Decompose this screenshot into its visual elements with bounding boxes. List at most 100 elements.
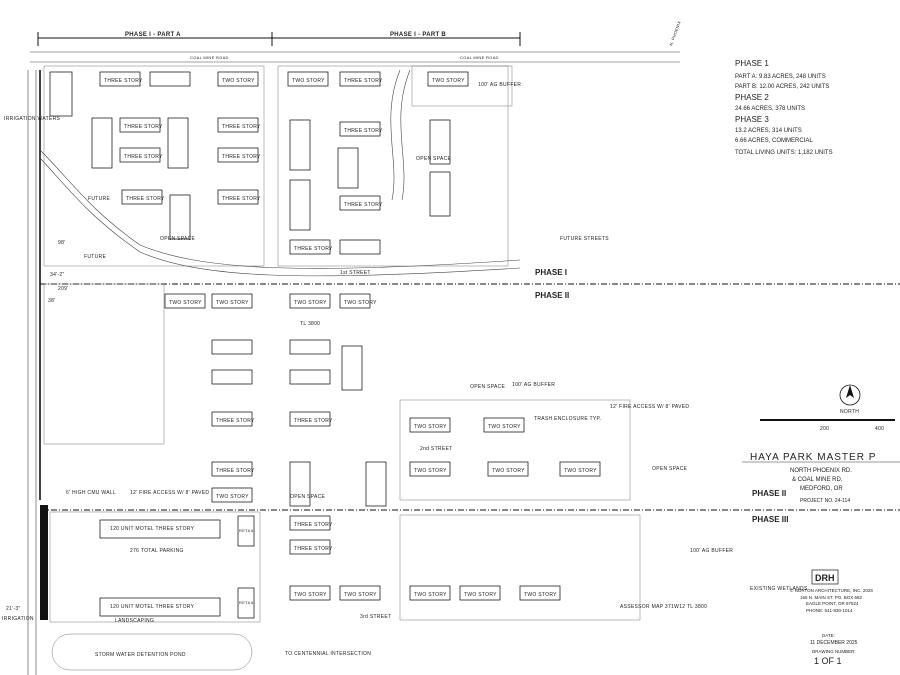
assessor-label: ASSESSOR MAP 371W12 TL 3800 [620,604,707,610]
two-story-7: TWO STORY [344,300,377,306]
open-space-2: OPEN SPACE [416,156,452,162]
two-story-18: TWO STORY [524,592,557,598]
north-arrow: NORTH 200 400 [760,384,895,432]
phase-1a-label: PHASE I - PART A [125,32,181,38]
retail-2: RETAIL [239,600,255,605]
three-story-1: THREE STORY [124,124,163,130]
two-story-10: TWO STORY [488,424,521,430]
three-story-13: THREE STORY [294,418,333,424]
phase-header: PHASE I - PART A PHASE I - PART B [37,32,521,46]
two-story-1: TWO STORY [222,78,255,84]
summary-block: PHASE 1 PART A: 9.83 ACRES, 248 UNITS PA… [735,59,833,156]
phase-1-buildings: THREE STORY THREE STORY THREE STORY TWO … [49,71,469,255]
three-story-4: THREE STORY [222,124,261,130]
coal-mine-road: COAL MINE ROAD COAL MINE ROAD N. PHOENIX [30,20,682,63]
three-story-15: THREE STORY [294,522,333,528]
fire-access-2: 12' FIRE ACCESS W/ 8' PAVED [130,490,209,496]
three-story-14: THREE STORY [216,468,255,474]
two-story-13: TWO STORY [564,468,597,474]
phase-2-3-divider: PHASE II PHASE III 6' HIGH CMU WALL 12' … [40,489,900,524]
summary-phase3-line1: 13.2 ACRES, 314 UNITS [735,128,802,134]
parking: 276 TOTAL PARKING [130,548,184,554]
motel-top: 120 UNIT MOTEL THREE STORY [110,526,195,532]
centennial: TO CENTENNIAL INTERSECTION [285,651,371,657]
ag-buffer-3: 100' AG BUFFER [690,548,733,554]
dim-21-3: 21'-3" [6,606,21,612]
two-story-6: TWO STORY [294,300,327,306]
summary-phase1-title: PHASE 1 [735,59,769,68]
three-story-3: THREE STORY [104,78,143,84]
three-story-16: THREE STORY [294,546,333,552]
ag-buffer-1: 100' AG BUFFER [478,82,521,88]
phase-2-buildings: TWO STORY TWO STORY TWO STORY TWO STORY … [43,283,689,507]
canal: FUTURE FUTURE 1st STREET FUTURE STREETS [39,69,609,277]
phase-1-boundary: 100' AG BUFFER [43,65,521,267]
summary-phase2-line: 24.66 ACRES, 378 UNITS [735,106,805,112]
three-story-8: THREE STORY [344,78,383,84]
three-story-11: THREE STORY [294,246,333,252]
firm-logo-text: DRH [815,573,835,583]
dim-98: 98' [58,240,65,246]
title-block: HAYA PARK MASTER P NORTH PHOENIX RD. & C… [742,452,900,666]
two-story-3: TWO STORY [432,78,465,84]
date-label: DATE: [822,633,835,638]
summary-total: TOTAL LIVING UNITS: 1,182 UNITS [735,150,833,156]
summary-phase3-title: PHASE 3 [735,115,769,124]
three-story-12: THREE STORY [216,418,255,424]
firm-name: © NORTON ARCHITECTURE, INC. 2025 [790,587,873,593]
two-story-11: TWO STORY [414,468,447,474]
left-road: IRRIGATION WATERS IRRIGATION 21'-3" [2,70,60,675]
future-label: FUTURE [88,196,110,202]
phase-1-2-divider: PHASE I PHASE II [40,268,900,300]
open-space-4: OPEN SPACE [470,384,506,390]
phase-ii-label-2: PHASE II [752,489,786,498]
drawing-number: 1 OF 1 [814,656,842,666]
north-phoenix-label: N. PHOENIX [668,20,682,46]
landscaping: LANDSCAPING [115,618,154,624]
address-2: & COAL MINE RD. [792,477,843,483]
dim-209: 209' [58,286,69,292]
open-space-1: OPEN SPACE [160,236,196,242]
address-3: MEDFORD, OR [800,486,843,492]
firm-city: EAGLE POINT, OR 97524 [806,601,859,606]
two-story-17: TWO STORY [464,592,497,598]
wetlands: EXISTING WETLANDS [750,586,808,592]
scale-200: 200 [820,426,829,432]
street-1st: 1st STREET [340,270,371,276]
firm-logo-icon [811,569,839,585]
irrigation-label-2: IRRIGATION [2,616,34,622]
phase-ii-label: PHASE II [535,291,569,300]
two-story-5: TWO STORY [216,300,249,306]
three-story-5: THREE STORY [222,154,261,160]
project-number: PROJECT NO. 24-114 [800,498,850,504]
phase-3-area: 120 UNIT MOTEL THREE STORY 276 TOTAL PAR… [40,505,808,671]
two-story-4: TWO STORY [169,300,202,306]
open-space-5: OPEN SPACE [652,466,688,472]
three-story-10: THREE STORY [344,202,383,208]
firm-phone: PHONE: 541-830-1014 [806,608,853,613]
two-story-14: TWO STORY [294,592,327,598]
trash-enclosure: TRASH ENCLOSURE TYP. [534,416,601,422]
ag-buffer-2: 100' AG BUFFER [512,382,555,388]
cmu-wall: 6' HIGH CMU WALL [66,490,116,496]
future-label-2: FUTURE [84,254,106,260]
open-space-3: OPEN SPACE [290,494,326,500]
future-streets: FUTURE STREETS [560,236,609,242]
fire-access-1: 12' FIRE ACCESS W/ 8' PAVED [610,404,689,410]
dim-34-2: 34'-2" [50,272,65,278]
phase-1b-label: PHASE I - PART B [390,32,446,38]
scale-400: 400 [875,426,884,432]
address-1: NORTH PHOENIX RD. [790,468,852,474]
three-story-6: THREE STORY [222,196,261,202]
two-story-2: TWO STORY [292,78,325,84]
phase-i-label: PHASE I [535,268,567,277]
tl-label: TL 3800 [300,321,320,327]
firm-address: 165 N. MAIN ST. PO. BOX 682 [800,595,863,600]
summary-part-b: PART B: 12.00 ACRES, 242 UNITS [735,84,829,90]
two-story-15: TWO STORY [344,592,377,598]
coal-mine-road-label-1: COAL MINE ROAD [190,55,229,60]
motel-bottom: 120 UNIT MOTEL THREE STORY [110,604,195,610]
north-label: NORTH [840,409,859,415]
three-story-2: THREE STORY [124,154,163,160]
